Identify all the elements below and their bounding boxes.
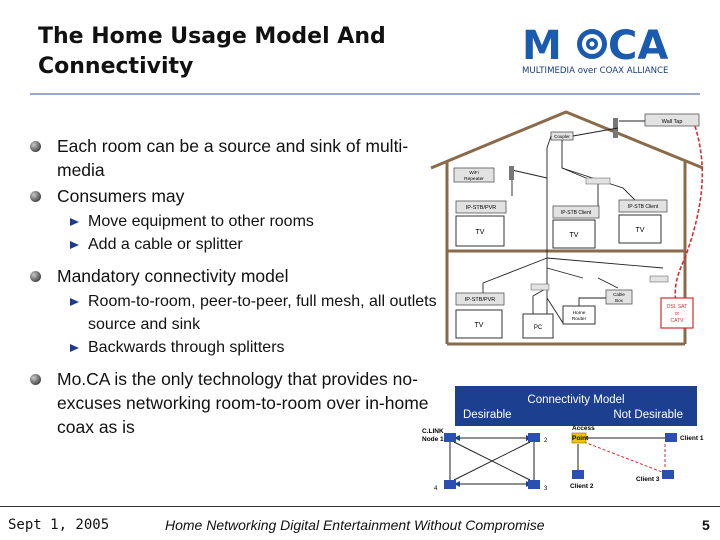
- sub-bullet-3-1: Room-to-room, peer-to-peer, full mesh, a…: [30, 290, 450, 336]
- svg-text:TV: TV: [476, 229, 485, 236]
- svg-text:Client 2: Client 2: [570, 483, 594, 490]
- svg-text:Node 1: Node 1: [422, 436, 444, 443]
- sub-bullet-2-2: Add a cable or splitter: [30, 233, 450, 256]
- mesh-links: [449, 437, 535, 485]
- node-3: [528, 480, 540, 489]
- node-4: [444, 480, 456, 489]
- access-point-node: [571, 432, 587, 444]
- svg-text:TV: TV: [570, 232, 579, 239]
- client-2-node: [572, 470, 584, 479]
- client-1-node: [665, 433, 677, 442]
- pc: PC: [522, 313, 554, 339]
- footer-tagline: Home Networking Digital Entertainment Wi…: [165, 517, 545, 533]
- svg-text:3: 3: [544, 486, 548, 492]
- desirable-label: Desirable: [463, 409, 512, 421]
- ip-stb-pvr-downstairs: IP-STB/PVR: [455, 292, 505, 306]
- svg-text:or: or: [675, 311, 680, 317]
- svg-text:IP-STB Client: IP-STB Client: [561, 210, 592, 216]
- svg-text:Coupler: Coupler: [554, 134, 570, 139]
- tv-4: TV: [455, 309, 503, 339]
- svg-text:TV: TV: [475, 322, 484, 329]
- tv-2: TV: [552, 219, 596, 249]
- bullet-1: Each room can be a source and sink of mu…: [30, 134, 450, 182]
- title-divider: [30, 93, 700, 95]
- cable-box: Cable Box: [605, 289, 633, 305]
- svg-text:PC: PC: [534, 325, 543, 331]
- title-line-1: The Home Usage Model And: [38, 24, 386, 49]
- bullet-list: Each room can be a source and sink of mu…: [30, 134, 450, 441]
- svg-text:Client 1: Client 1: [680, 435, 704, 442]
- svg-text:IP-STB/PVR: IP-STB/PVR: [466, 205, 497, 211]
- svg-text:Home: Home: [573, 310, 586, 316]
- svg-text:C.LINK: C.LINK: [422, 428, 444, 435]
- tv-1: TV: [455, 215, 505, 247]
- node-2: [528, 433, 540, 442]
- svg-text:WiFi: WiFi: [469, 170, 479, 176]
- bullet-2: Consumers may: [30, 184, 450, 208]
- svg-text:Client 3: Client 3: [636, 476, 660, 483]
- wifi-repeater: WiFi Repeater: [453, 167, 495, 183]
- home-router: Home Router: [562, 305, 596, 325]
- dsl-sat-catv: DSL SAT or CATV: [660, 297, 694, 329]
- sub-bullet-2-1: Move equipment to other rooms: [30, 210, 450, 233]
- coax-connector-icon: [577, 29, 607, 59]
- page-number: 5: [702, 517, 710, 533]
- bullet-4: Mo.CA is the only technology that provid…: [30, 367, 450, 439]
- ip-stb-client-2: IP-STB Client: [618, 199, 668, 213]
- svg-text:M: M: [522, 23, 562, 69]
- tv-3: TV: [618, 214, 662, 244]
- connectivity-model-title: Connectivity Model: [527, 394, 625, 406]
- slide-title: The Home Usage Model And Connectivity: [38, 22, 458, 82]
- svg-text:Access: Access: [572, 425, 595, 432]
- footer-divider: [0, 506, 720, 507]
- svg-text:Router: Router: [572, 316, 587, 322]
- node-1: [444, 433, 456, 442]
- svg-text:Wall Tap: Wall Tap: [662, 119, 683, 125]
- not-desirable-label: Not Desirable: [613, 409, 683, 421]
- coupler: Coupler: [550, 131, 574, 141]
- svg-text:Cable: Cable: [613, 292, 625, 297]
- svg-text:CA: CA: [608, 23, 668, 69]
- home-network-diagram: Wall Tap Coupler WiFi Repeater IP-STB/PV…: [430, 110, 704, 346]
- ip-stb-pvr-upstairs: IP-STB/PVR: [455, 200, 507, 214]
- title-line-2: Connectivity: [38, 54, 194, 79]
- wall-tap: Wall Tap: [644, 113, 700, 127]
- connectivity-model-header: Connectivity Model Desirable Not Desirab…: [455, 386, 697, 426]
- svg-text:CATV: CATV: [671, 318, 685, 324]
- svg-text:IP-STB/PVR: IP-STB/PVR: [465, 297, 496, 303]
- svg-text:TV: TV: [636, 227, 645, 234]
- footer-date: Sept 1, 2005: [8, 517, 110, 533]
- bullet-3: Mandatory connectivity model: [30, 264, 450, 288]
- ip-stb-client-1: IP-STB Client: [552, 205, 600, 219]
- connectivity-model-diagram: C.LINK Node 1 2 3 4 Access . Point Clien…: [422, 425, 704, 492]
- svg-text:Repeater: Repeater: [464, 176, 484, 182]
- sub-bullet-3-2: Backwards through splitters: [30, 336, 450, 359]
- svg-text:2: 2: [544, 438, 548, 444]
- svg-text:4: 4: [434, 486, 438, 492]
- client-3-node: [662, 470, 674, 479]
- svg-text:Point: Point: [572, 435, 589, 442]
- moca-logo: M CA MULTIMEDIA over COAX ALLIANCE: [522, 23, 668, 76]
- svg-text:IP-STB Client: IP-STB Client: [628, 204, 659, 210]
- logo-tagline: MULTIMEDIA over COAX ALLIANCE: [522, 66, 668, 76]
- svg-text:DSL SAT: DSL SAT: [667, 304, 687, 310]
- svg-text:Box: Box: [615, 298, 624, 303]
